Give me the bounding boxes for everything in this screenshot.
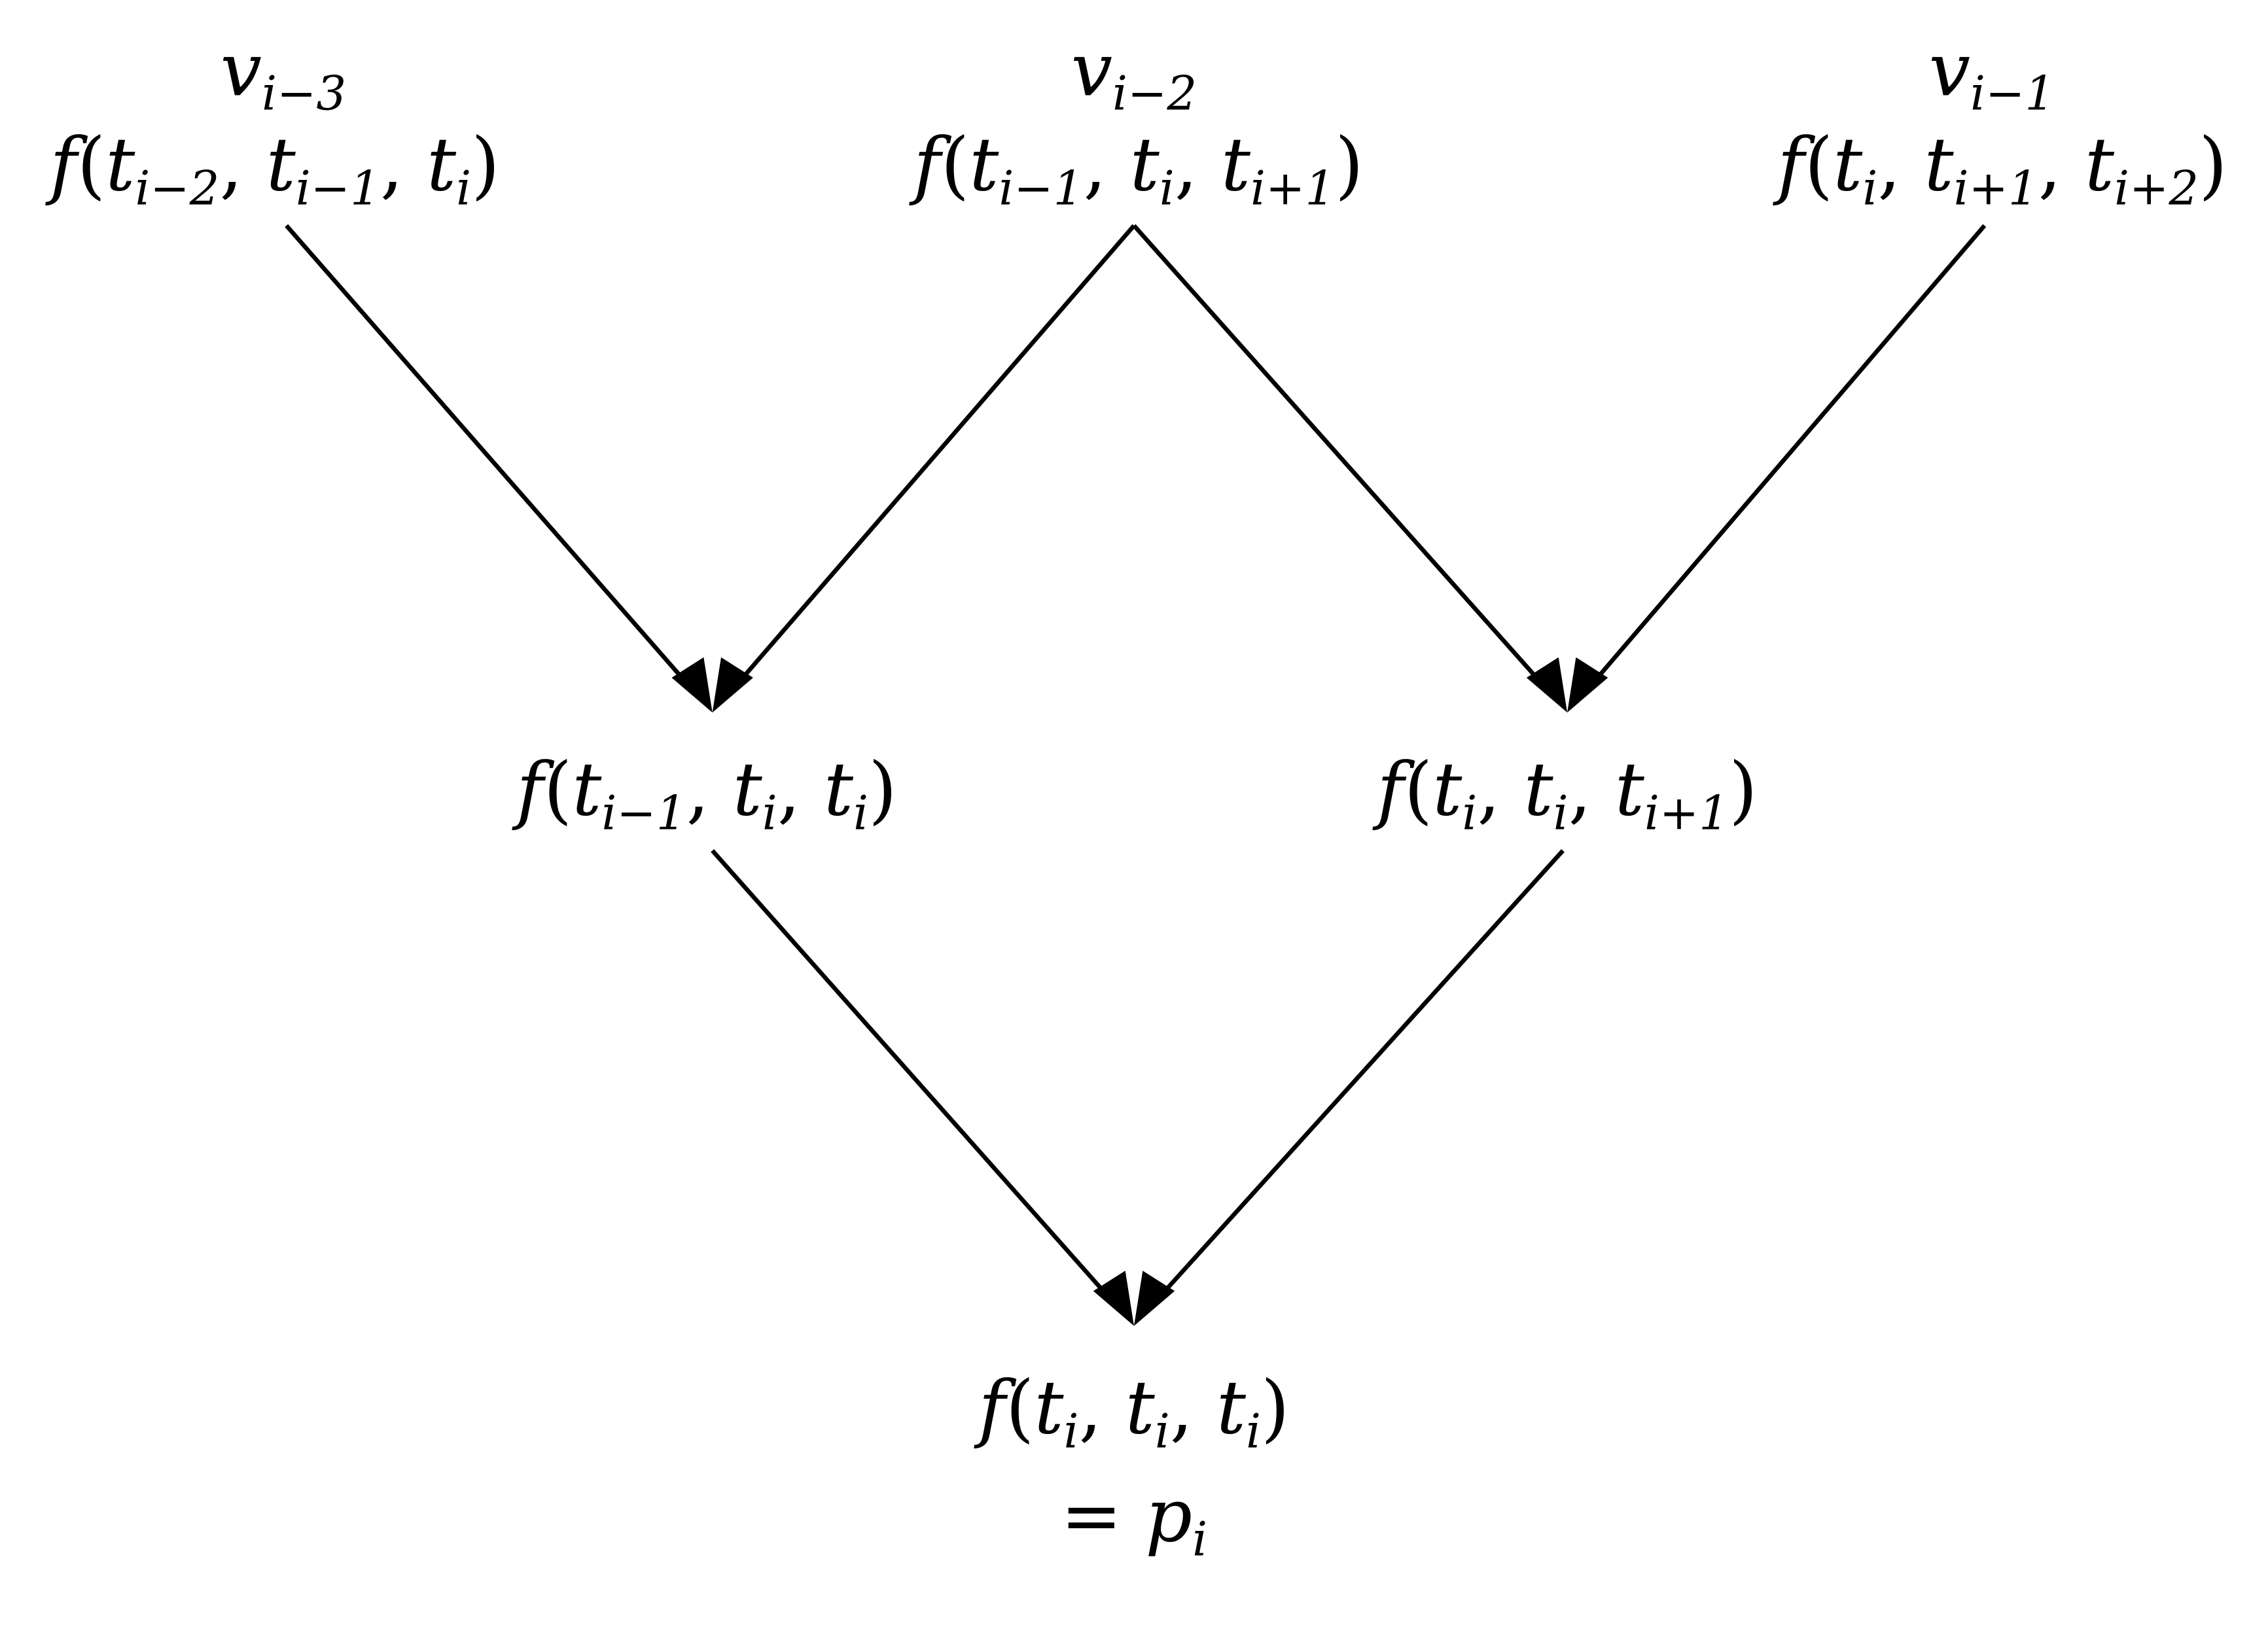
arrow-top-left-to-mid-left [285,224,694,691]
math-text: ) [1729,747,1758,833]
subscript: i [1462,785,1478,841]
math-text: , [686,747,733,833]
math-text: f [516,747,544,833]
math-text: , [219,122,266,208]
arrow-top-middle-to-mid-right [1132,224,1549,691]
math-text: ) [2199,122,2227,208]
math-text: t [266,122,296,208]
subscript: i [1063,1403,1079,1459]
subscript: i+1 [1250,160,1336,216]
math-text: ) [1335,122,1364,208]
math-text: ) [868,747,897,833]
subscript: i−3 [262,65,347,121]
subscript: i−1 [1970,65,2055,121]
node-f-top-left: f(ti−2, ti−1, ti) [50,129,500,212]
subscript: i [456,160,472,216]
math-text: f [913,122,941,208]
node-v-i-1: vi−1 [1929,34,2055,117]
subscript: i+1 [1953,160,2038,216]
node-f-top-right: f(ti, ti+1, ti+2) [1777,129,2227,212]
subscript: i [1154,1403,1170,1459]
math-text: f [1777,122,1805,208]
node-v-i-3: vi−3 [221,34,346,117]
subscript: i+1 [1644,785,1729,841]
arrow-top-middle-to-mid-left [731,224,1136,691]
math-text: t [1129,122,1160,208]
arrowhead [1093,1270,1134,1326]
math-text: ( [77,122,106,208]
subscript: i+2 [2114,160,2199,216]
math-text: t [2084,122,2114,208]
node-f-mid-left: f(ti−1, ti, ti) [516,754,897,837]
arrow-top-right-to-mid-right [1586,224,1987,691]
math-text: , [1083,122,1130,208]
node-p-i: = pi [1061,1480,1207,1563]
math-text: , [1477,747,1524,833]
math-text: t [1523,747,1553,833]
math-text: t [105,122,135,208]
math-text: t [1220,122,1250,208]
math-text: t [1614,747,1644,833]
arrowhead [712,657,753,713]
math-text: t [1216,1365,1246,1451]
subscript: i [762,785,777,841]
arrow-mid-right-to-bottom [1152,849,1565,1305]
math-text: v [220,27,262,113]
math-text: ( [543,747,573,833]
math-text: t [572,747,602,833]
subscript: i [853,785,869,841]
math-text: ( [1804,122,1834,208]
math-text: , [1568,747,1615,833]
math-text: v [1928,27,1971,113]
subscript: i [1862,160,1878,216]
math-text: t [1924,122,1954,208]
math-text: t [1833,122,1863,208]
math-text: t [1034,1365,1064,1451]
node-f-bottom: f(ti, ti, ti) [978,1372,1289,1455]
math-text: , [1169,1365,1216,1451]
math-text: t [732,747,762,833]
subscript: i−2 [1112,65,1197,121]
arrow-mid-left-to-bottom [711,849,1116,1305]
math-text: p [1145,1473,1193,1559]
math-text: ) [471,122,500,208]
math-text: , [380,122,427,208]
math-text: t [427,122,457,208]
arrowhead [1134,1270,1175,1326]
math-text: ( [940,122,970,208]
subscript: i [1192,1511,1208,1567]
node-f-mid-right: f(ti, ti, ti+1) [1377,754,1758,837]
arrowhead [671,657,713,713]
math-text: ( [1404,747,1433,833]
node-f-top-middle: f(ti−1, ti, ti+1) [913,129,1364,212]
math-text: f [978,1365,1006,1451]
math-text: ) [1261,1365,1290,1451]
subscript: i−1 [601,785,686,841]
subscript: i−1 [999,160,1084,216]
math-text: , [2038,122,2085,208]
math-text: = [1060,1473,1146,1559]
subscript: i−2 [135,160,220,216]
subscript: i [1245,1403,1261,1459]
math-text: f [50,122,77,208]
node-v-i-2: vi−2 [1071,34,1197,117]
math-text: , [1174,122,1221,208]
math-text: t [1125,1365,1155,1451]
math-text: t [824,747,854,833]
arrowhead [1567,657,1608,713]
math-text: f [1377,747,1404,833]
arrowhead [1526,657,1568,713]
math-text: v [1071,27,1113,113]
subscript: i−1 [295,160,380,216]
math-text: t [1432,747,1462,833]
math-text: t [969,122,999,208]
math-text: , [1877,122,1924,208]
subscript: i [1159,160,1175,216]
math-text: , [777,747,824,833]
math-text: ( [1005,1365,1035,1451]
subscript: i [1553,785,1568,841]
math-text: , [1078,1365,1125,1451]
